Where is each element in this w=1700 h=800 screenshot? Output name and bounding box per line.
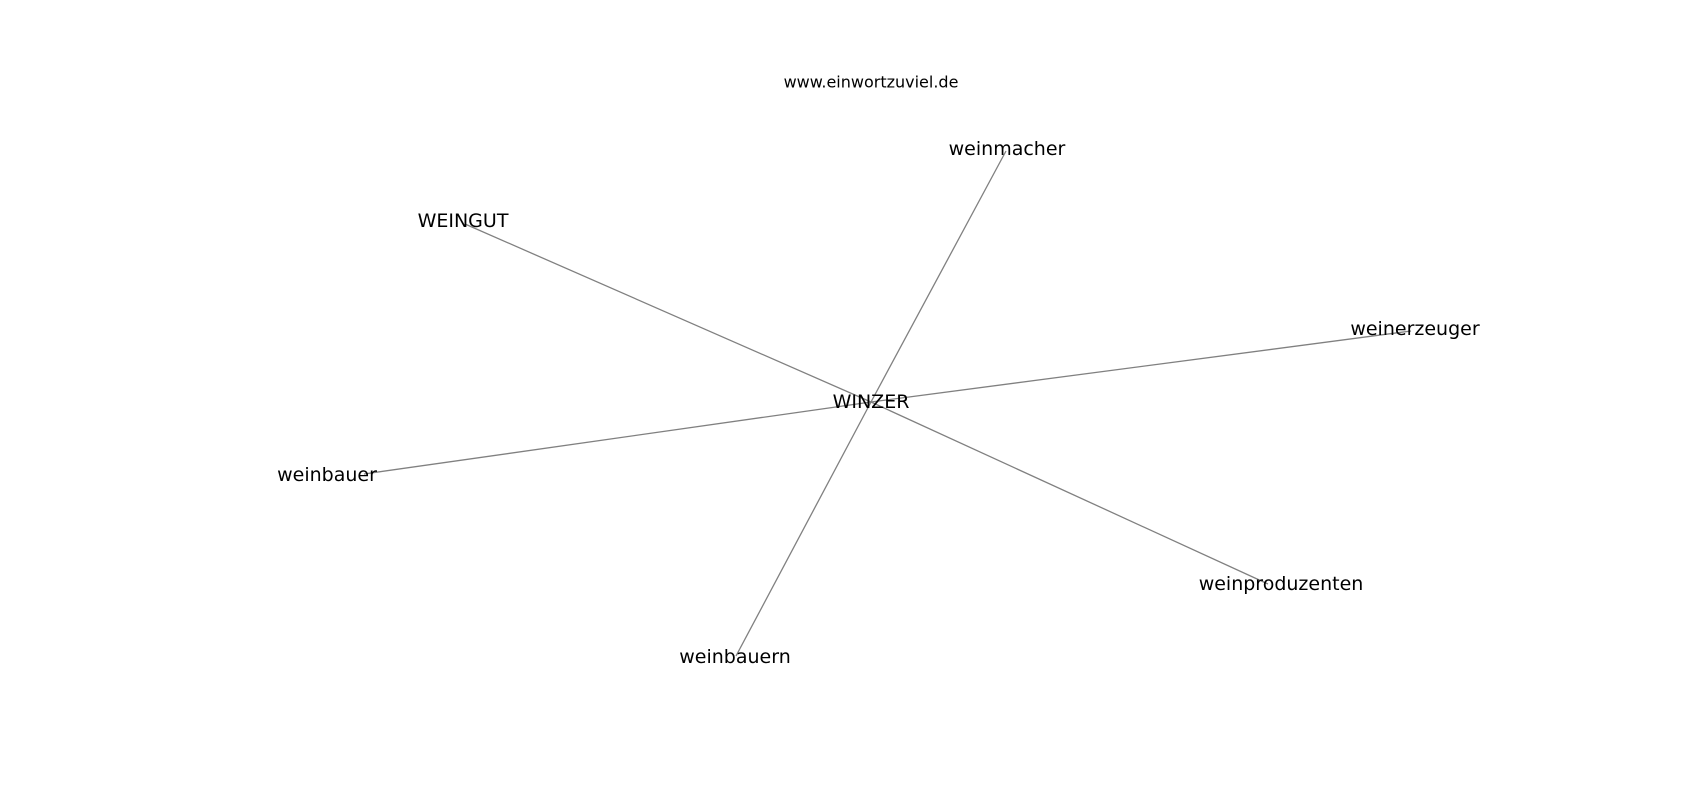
edge-weinerzeuger [870, 330, 1412, 403]
node-label-weinproduzenten: weinproduzenten [1199, 573, 1364, 595]
edge-weingut [464, 223, 872, 403]
node-label-weinmacher: weinmacher [949, 138, 1066, 160]
center-node-label: WINZER [833, 391, 910, 413]
edge-weinmacher [870, 150, 1007, 403]
node-label-weinerzeuger: weinerzeuger [1350, 318, 1480, 340]
edges-group [363, 150, 1412, 657]
site-watermark: www.einwortzuviel.de [784, 73, 959, 92]
edge-weinproduzenten [870, 401, 1269, 585]
edge-weinbauer [363, 401, 872, 475]
edge-weinbauern [735, 401, 872, 657]
node-label-weinbauern: weinbauern [679, 646, 791, 668]
node-label-weinbauer: weinbauer [277, 464, 377, 486]
node-label-weingut: WEINGUT [418, 210, 509, 232]
